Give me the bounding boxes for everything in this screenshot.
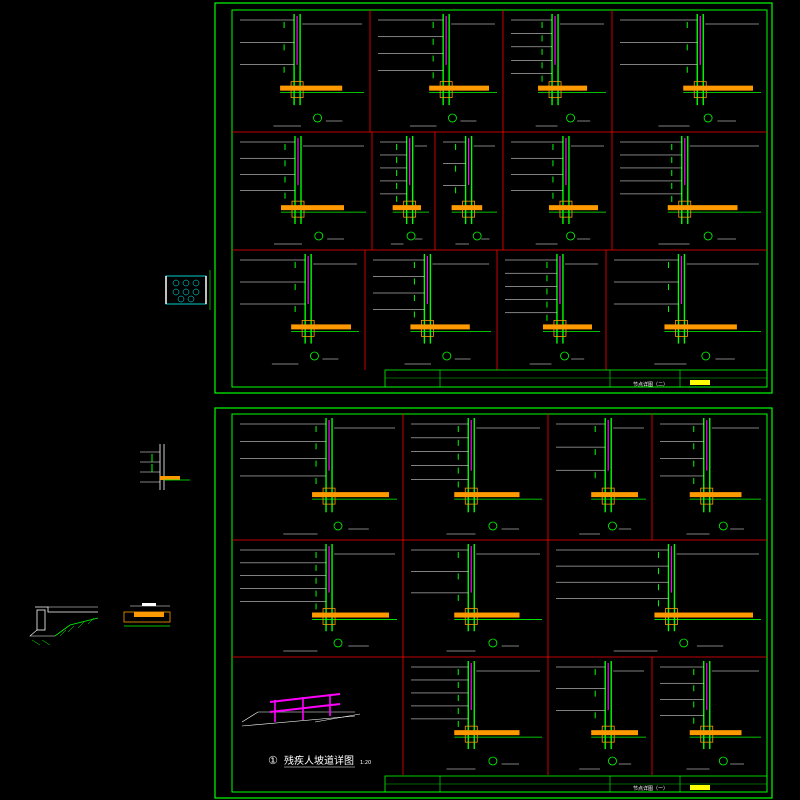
section-detail <box>240 136 366 245</box>
section-detail <box>240 544 397 652</box>
bottom-sheet-grid <box>232 414 767 775</box>
loose-railing-elevation <box>165 270 211 310</box>
section-detail <box>443 136 497 245</box>
top-sheet-border <box>214 2 773 394</box>
section-detail <box>556 544 761 652</box>
section-detail <box>620 136 761 245</box>
section-detail <box>378 14 497 127</box>
bottom-sheet: 节点详图（一） ① 残疾人坡道详图 1:20 <box>214 407 773 799</box>
section-detail <box>660 661 761 770</box>
section-detail <box>660 418 761 535</box>
section-detail <box>620 14 761 127</box>
bottom-sheet-inner-frame <box>231 413 768 793</box>
section-detail <box>556 661 646 770</box>
ramp-railing-detail: ① 残疾人坡道详图 1:20 <box>241 693 371 768</box>
section-detail <box>411 418 542 535</box>
top-title-block: 节点详图（二） <box>384 369 768 388</box>
bottom-details <box>240 418 761 770</box>
ramp-detail-scale: 1:20 <box>360 760 371 766</box>
bottom-title-block-text: 节点详图（一） <box>633 785 668 792</box>
top-details <box>240 14 761 365</box>
loose-retaining-wall-detail <box>29 603 171 646</box>
loose-wall-detail <box>140 444 190 490</box>
section-detail <box>411 544 542 652</box>
top-title-block-text: 节点详图（二） <box>633 381 668 388</box>
section-detail <box>556 418 646 535</box>
section-detail <box>240 254 359 365</box>
section-detail <box>240 14 364 127</box>
section-detail <box>505 254 600 365</box>
section-detail <box>511 136 606 245</box>
top-sheet-grid <box>232 10 767 370</box>
top-sheet: 节点详图（二） <box>214 2 773 394</box>
top-sheet-inner-frame <box>231 9 768 388</box>
section-detail <box>511 14 606 127</box>
bottom-sheet-border <box>214 407 773 799</box>
section-detail <box>614 254 761 365</box>
section-detail <box>240 418 397 535</box>
section-detail <box>411 661 542 770</box>
bottom-title-block: 节点详图（一） <box>384 775 768 793</box>
section-detail <box>373 254 491 365</box>
ramp-detail-number: ① <box>268 754 278 767</box>
ramp-detail-title: 残疾人坡道详图 <box>284 754 354 767</box>
section-detail <box>380 136 429 245</box>
